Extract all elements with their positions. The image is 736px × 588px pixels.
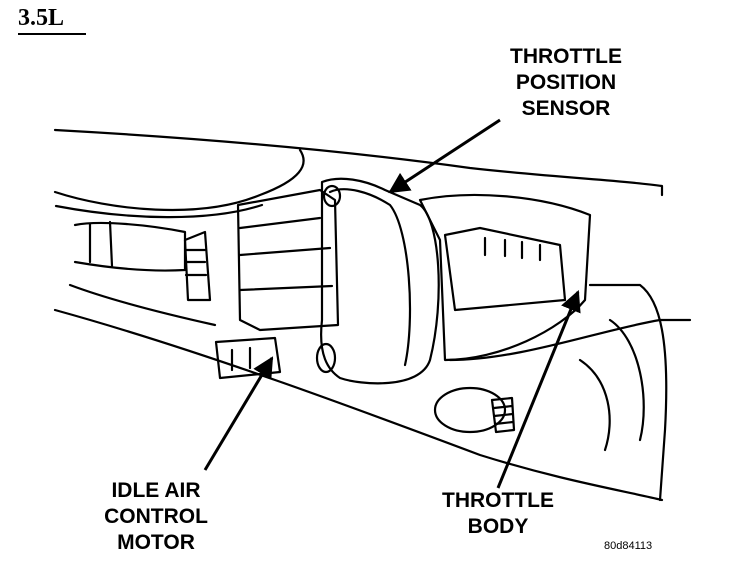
throttle-body-arrow xyxy=(496,290,581,489)
tps-line-1: THROTTLE xyxy=(510,45,622,68)
tps-line-2: POSITION xyxy=(515,71,617,94)
intake-lower-edge xyxy=(53,308,664,502)
tps-body xyxy=(320,177,440,385)
hose-left-inner xyxy=(88,220,114,268)
intake-inner-line xyxy=(54,203,264,219)
tps-screw-top xyxy=(322,184,342,208)
throttle-body-connector xyxy=(443,226,567,312)
tps-line-3: SENSOR xyxy=(521,97,611,120)
tps-connector-inner xyxy=(238,216,334,292)
harness-lines xyxy=(184,248,208,277)
iac-motor-body xyxy=(214,336,282,380)
engine-label: 3.5L xyxy=(18,5,65,31)
mount-hole xyxy=(433,386,507,434)
engine-label-underline xyxy=(18,33,86,35)
tps-body-inner xyxy=(328,188,412,367)
bolt xyxy=(490,396,516,434)
intake-lower-curve xyxy=(53,148,305,212)
intake-right xyxy=(588,283,668,502)
iac-motor-detail xyxy=(230,346,252,372)
connector-pins xyxy=(483,236,542,262)
hose-left xyxy=(73,221,187,272)
intake-floor xyxy=(68,283,217,327)
throttle-body-flange xyxy=(448,318,692,362)
reference-code: 80d84113 xyxy=(604,540,653,552)
tps-arrow xyxy=(388,118,501,194)
tps-screw-bottom xyxy=(315,342,337,374)
iac-line-1: IDLE AIR xyxy=(111,479,201,502)
throttle-body-housing xyxy=(418,193,592,362)
iac-line-3: MOTOR xyxy=(117,531,195,554)
harness xyxy=(183,230,212,302)
intake-upper-edge xyxy=(53,128,664,197)
iac-arrow xyxy=(203,356,274,471)
label-idle-air-control-motor: IDLE AIR CONTROL MOTOR xyxy=(86,478,226,556)
tb-line-2: BODY xyxy=(467,515,529,538)
tps-connector xyxy=(236,188,340,332)
intake-right-curves xyxy=(578,318,645,452)
tb-line-1: THROTTLE xyxy=(442,489,554,512)
iac-line-2: CONTROL xyxy=(104,505,208,528)
label-throttle-body: THROTTLE BODY xyxy=(428,488,568,540)
label-throttle-position-sensor: THROTTLE POSITION SENSOR xyxy=(496,44,636,122)
